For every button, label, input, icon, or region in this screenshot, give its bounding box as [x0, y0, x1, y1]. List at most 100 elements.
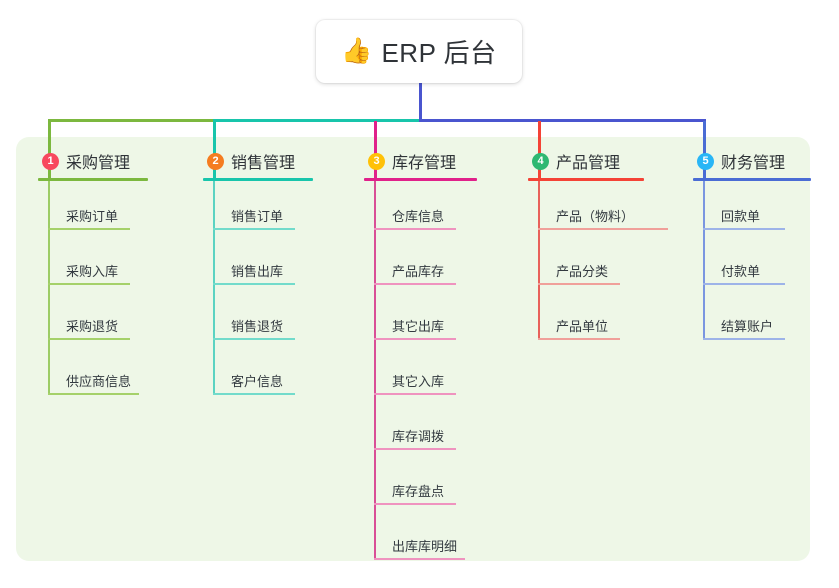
tree-item-label: 客户信息 [231, 374, 284, 389]
column-header-销售管理[interactable]: 2 销售管理 [203, 150, 313, 172]
tree-item-underline [213, 283, 295, 285]
tree-item-label: 库存盘点 [392, 484, 445, 499]
tree-item[interactable]: 采购订单 [38, 181, 148, 236]
tree-item-underline [213, 228, 295, 230]
tree-item-underline [213, 338, 295, 340]
tree-item-label: 结算账户 [721, 319, 774, 334]
tree-item-underline [48, 338, 130, 340]
column-badge-3: 3 [368, 152, 385, 170]
tree-item[interactable]: 客户信息 [203, 346, 313, 401]
tree-item[interactable]: 采购退货 [38, 291, 148, 346]
tree-item[interactable]: 其它出库 [364, 291, 477, 346]
root-node-erp-backend[interactable]: 👍 ERP 后台 [316, 20, 522, 83]
tree-item-underline [374, 558, 465, 560]
tree-item-label: 出库库明细 [392, 539, 458, 554]
column-spine [374, 181, 376, 560]
tree-item-underline [213, 393, 295, 395]
tree-item-underline [374, 503, 456, 505]
tree-item-underline [48, 228, 130, 230]
tree-item[interactable]: 仓库信息 [364, 181, 477, 236]
tree-item[interactable]: 销售订单 [203, 181, 313, 236]
tree-item[interactable]: 付款单 [693, 236, 811, 291]
connector-drop-1 [48, 121, 51, 179]
tree-item[interactable]: 采购入库 [38, 236, 148, 291]
tree-item[interactable]: 回款单 [693, 181, 811, 236]
column-accent-bar [693, 178, 811, 181]
column-accent-bar [203, 178, 313, 181]
tree-item-label: 其它出库 [392, 319, 445, 334]
column-badge-2: 2 [207, 152, 224, 170]
column-销售管理: 2 销售管理销售订单销售出库销售退货客户信息 [203, 150, 313, 401]
tree-item-label: 产品（物料） [556, 209, 635, 224]
column-title: 库存管理 [392, 155, 457, 172]
column-badge-4: 4 [532, 152, 549, 170]
tree-item[interactable]: 销售退货 [203, 291, 313, 346]
tree-item-underline [538, 228, 668, 230]
column-items: 销售订单销售出库销售退货客户信息 [203, 181, 313, 401]
column-badge-1: 1 [42, 152, 59, 170]
column-title: 产品管理 [556, 155, 621, 172]
tree-item-label: 仓库信息 [392, 209, 445, 224]
connector-trunk [419, 83, 422, 121]
connector-drop-5 [703, 121, 706, 179]
tree-item[interactable]: 出库库明细 [364, 511, 477, 566]
tree-item-underline [703, 338, 785, 340]
tree-item-label: 其它入库 [392, 374, 445, 389]
tree-item-underline [374, 448, 456, 450]
column-采购管理: 1 采购管理采购订单采购入库采购退货供应商信息 [38, 150, 148, 401]
tree-item-underline [374, 338, 456, 340]
tree-item[interactable]: 产品分类 [528, 236, 644, 291]
tree-item-label: 采购入库 [66, 264, 119, 279]
tree-item-underline [374, 283, 456, 285]
tree-item-underline [538, 283, 620, 285]
column-items: 回款单付款单结算账户 [693, 181, 811, 346]
tree-item[interactable]: 产品单位 [528, 291, 644, 346]
column-库存管理: 3 库存管理仓库信息产品库存其它出库其它入库库存调拨库存盘点出库库明细 [364, 150, 477, 566]
column-header-产品管理[interactable]: 4 产品管理 [528, 150, 644, 172]
connector-drop-3 [374, 121, 377, 179]
tree-item[interactable]: 库存盘点 [364, 456, 477, 511]
column-items: 仓库信息产品库存其它出库其它入库库存调拨库存盘点出库库明细 [364, 181, 477, 566]
tree-item-label: 供应商信息 [66, 374, 132, 389]
column-header-财务管理[interactable]: 5 财务管理 [693, 150, 811, 172]
column-title: 财务管理 [721, 155, 786, 172]
column-items: 产品（物料） 产品分类产品单位 [528, 181, 668, 346]
column-accent-bar [364, 178, 477, 181]
connector-bus-segment-3 [419, 119, 706, 122]
column-badge-5: 5 [697, 152, 714, 170]
column-title: 销售管理 [231, 155, 296, 172]
tree-item[interactable]: 产品（物料） [528, 181, 668, 236]
column-spine [703, 181, 705, 340]
tree-item-underline [374, 228, 456, 230]
diagram-panel [16, 137, 810, 561]
tree-item-underline [703, 228, 785, 230]
column-spine [48, 181, 50, 395]
tree-item[interactable]: 结算账户 [693, 291, 811, 346]
tree-item-label: 产品库存 [392, 264, 445, 279]
tree-item-label: 产品分类 [556, 264, 609, 279]
column-items: 采购订单采购入库采购退货供应商信息 [38, 181, 148, 401]
thumbs-up-icon: 👍 [341, 37, 373, 65]
tree-item[interactable]: 库存调拨 [364, 401, 477, 456]
column-产品管理: 4 产品管理产品（物料） 产品分类产品单位 [528, 150, 668, 346]
connector-bus-segment-2 [213, 119, 419, 122]
tree-item-label: 销售退货 [231, 319, 284, 334]
tree-item[interactable]: 产品库存 [364, 236, 477, 291]
root-node-title: ERP 后台 [381, 38, 497, 68]
tree-item[interactable]: 其它入库 [364, 346, 477, 401]
tree-item-underline [538, 338, 620, 340]
column-accent-bar [38, 178, 148, 181]
connector-drop-2 [213, 121, 216, 179]
tree-item[interactable]: 供应商信息 [38, 346, 148, 401]
tree-item-label: 销售订单 [231, 209, 284, 224]
tree-item-label: 回款单 [721, 209, 761, 224]
column-title: 采购管理 [66, 155, 131, 172]
column-header-采购管理[interactable]: 1 采购管理 [38, 150, 148, 172]
column-spine [538, 181, 540, 340]
column-spine [213, 181, 215, 395]
column-header-库存管理[interactable]: 3 库存管理 [364, 150, 477, 172]
tree-item-underline [374, 393, 456, 395]
tree-item-underline [703, 283, 785, 285]
tree-item[interactable]: 销售出库 [203, 236, 313, 291]
